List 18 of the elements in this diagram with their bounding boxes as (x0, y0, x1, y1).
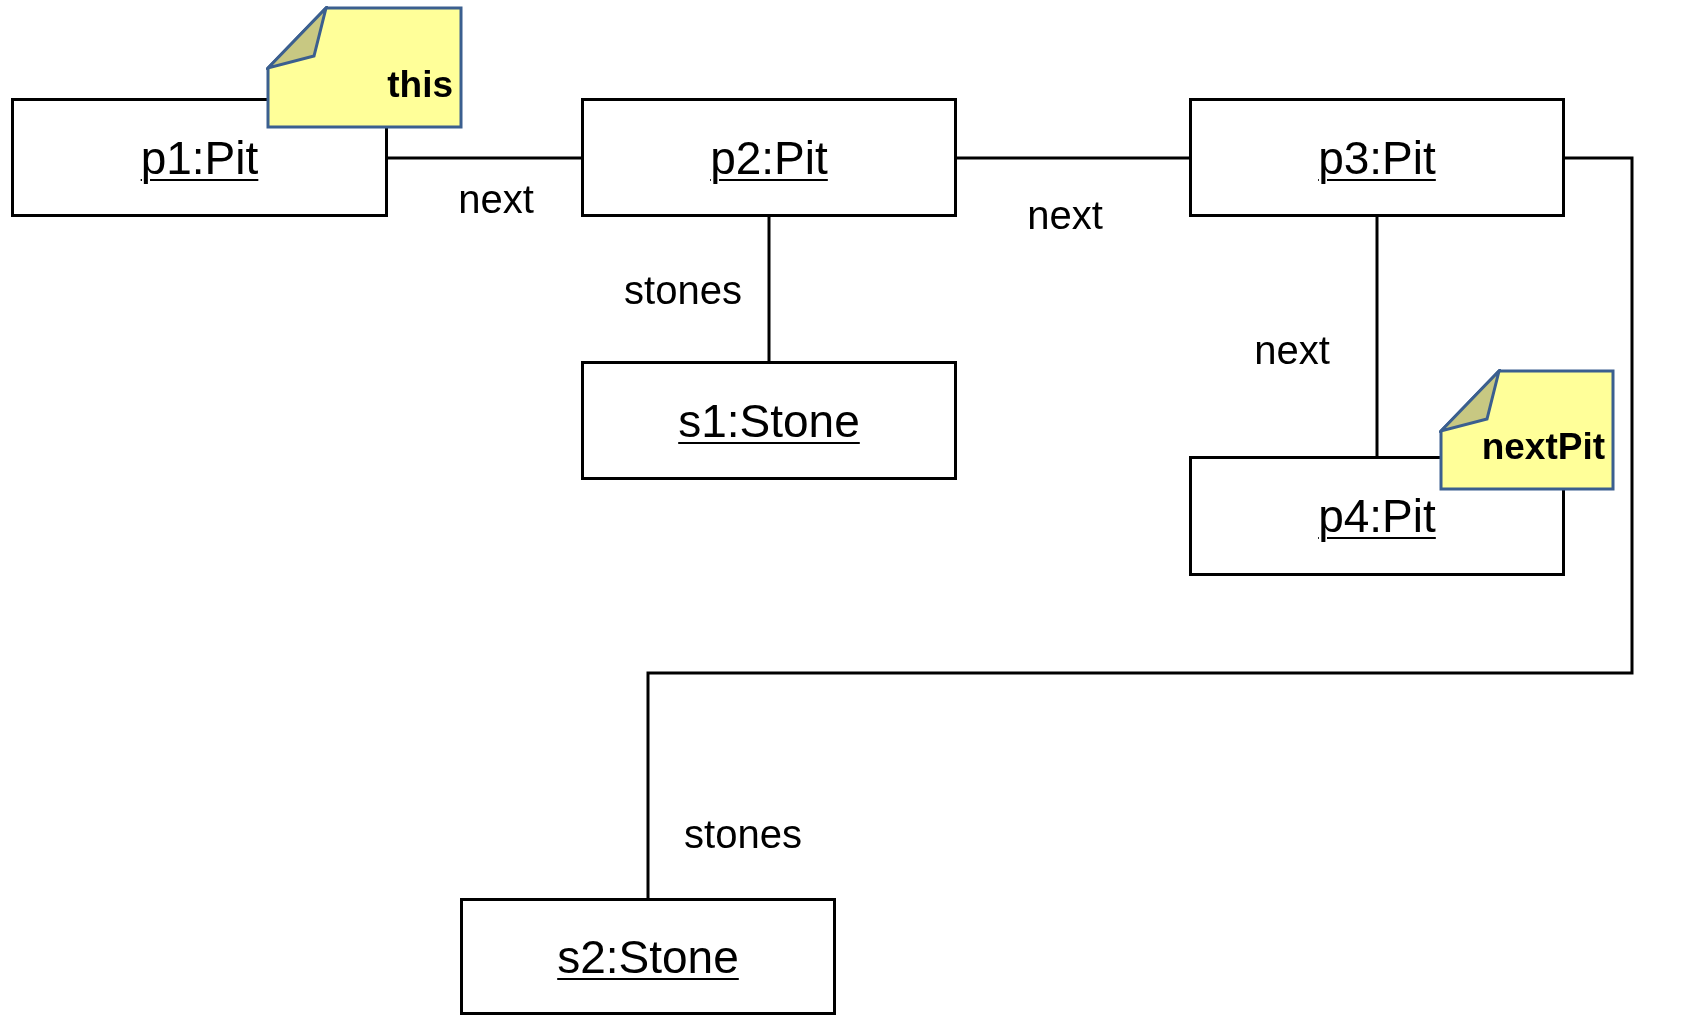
connector-line (388, 156, 581, 160)
object-name: s2:Stone (557, 929, 739, 984)
object-box (581, 361, 957, 480)
object-name: s1:Stone (678, 393, 860, 448)
note-label: this (387, 63, 453, 106)
note-label: nextPit (1481, 426, 1605, 468)
object-box (581, 98, 957, 217)
object-box (1189, 98, 1565, 217)
object-name: p4:Pit (1318, 489, 1436, 543)
object-name: p1:Pit (140, 130, 259, 185)
object-box (11, 98, 388, 217)
connector-line (1375, 217, 1379, 456)
object-name: p3:Pit (1318, 130, 1436, 185)
object-box (460, 898, 836, 1015)
connector-line (646, 156, 1634, 898)
connector-line (767, 217, 771, 361)
object-name: p2:Pit (710, 130, 828, 185)
connector-line (957, 156, 1189, 160)
